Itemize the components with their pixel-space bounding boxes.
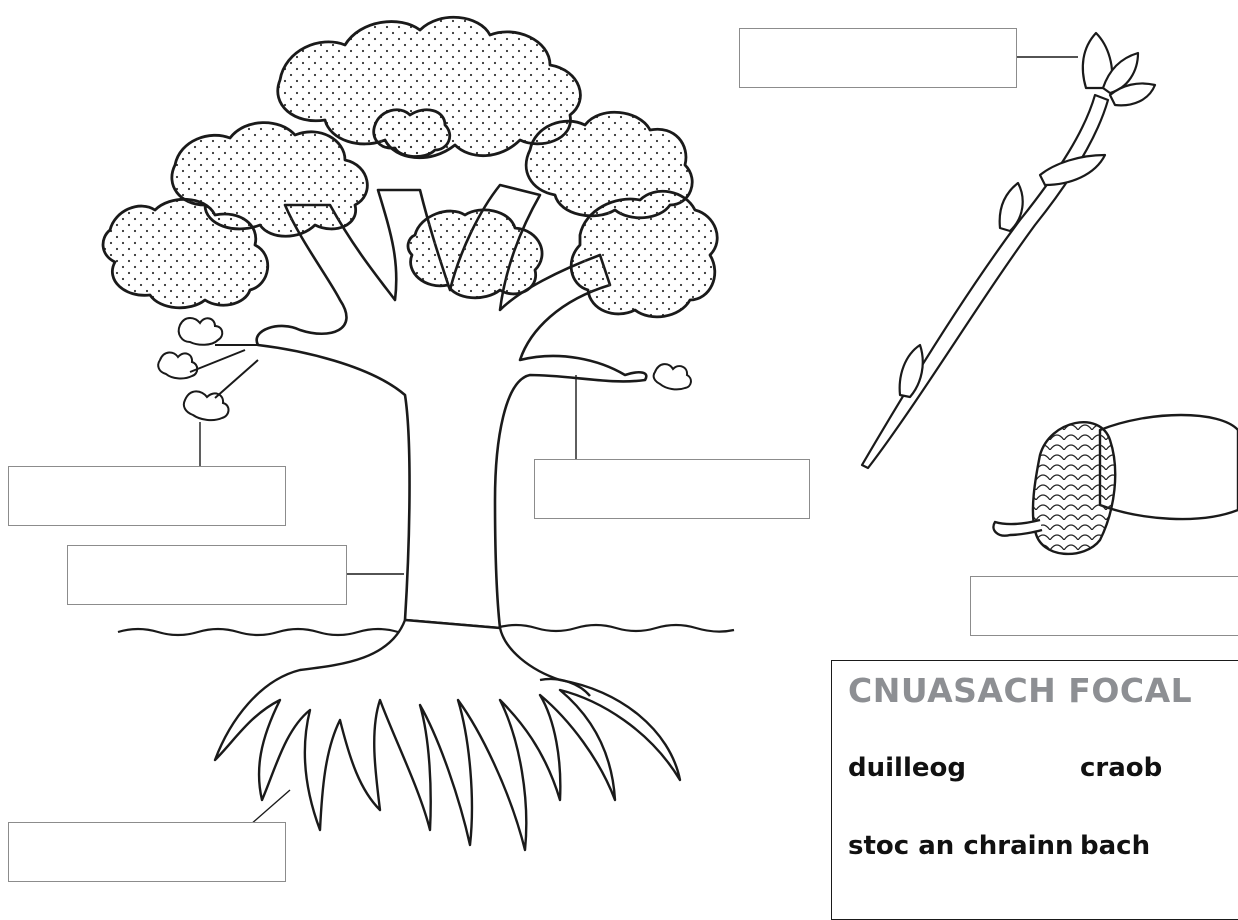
- word-bank-word: craob: [1080, 753, 1162, 783]
- acorn-drawing: [993, 415, 1238, 554]
- branch-label-box[interactable]: [534, 459, 810, 519]
- word-bank-word: duilleog: [848, 753, 966, 783]
- leaf-label-box[interactable]: [8, 466, 286, 526]
- trunk-label-box[interactable]: [67, 545, 347, 605]
- tree-roots: [215, 620, 680, 850]
- twig-drawing: [862, 33, 1155, 468]
- roots-label-box[interactable]: [8, 822, 286, 882]
- word-bank-word: stoc an chrainn: [848, 831, 1074, 861]
- word-bank: CNUASACH FOCAL duilleog craob stoc an ch…: [831, 660, 1238, 920]
- bud-label-box[interactable]: [739, 28, 1017, 88]
- word-bank-word: bach: [1080, 831, 1150, 861]
- word-bank-title: CNUASACH FOCAL: [848, 671, 1192, 710]
- acorn-label-box[interactable]: [970, 576, 1238, 636]
